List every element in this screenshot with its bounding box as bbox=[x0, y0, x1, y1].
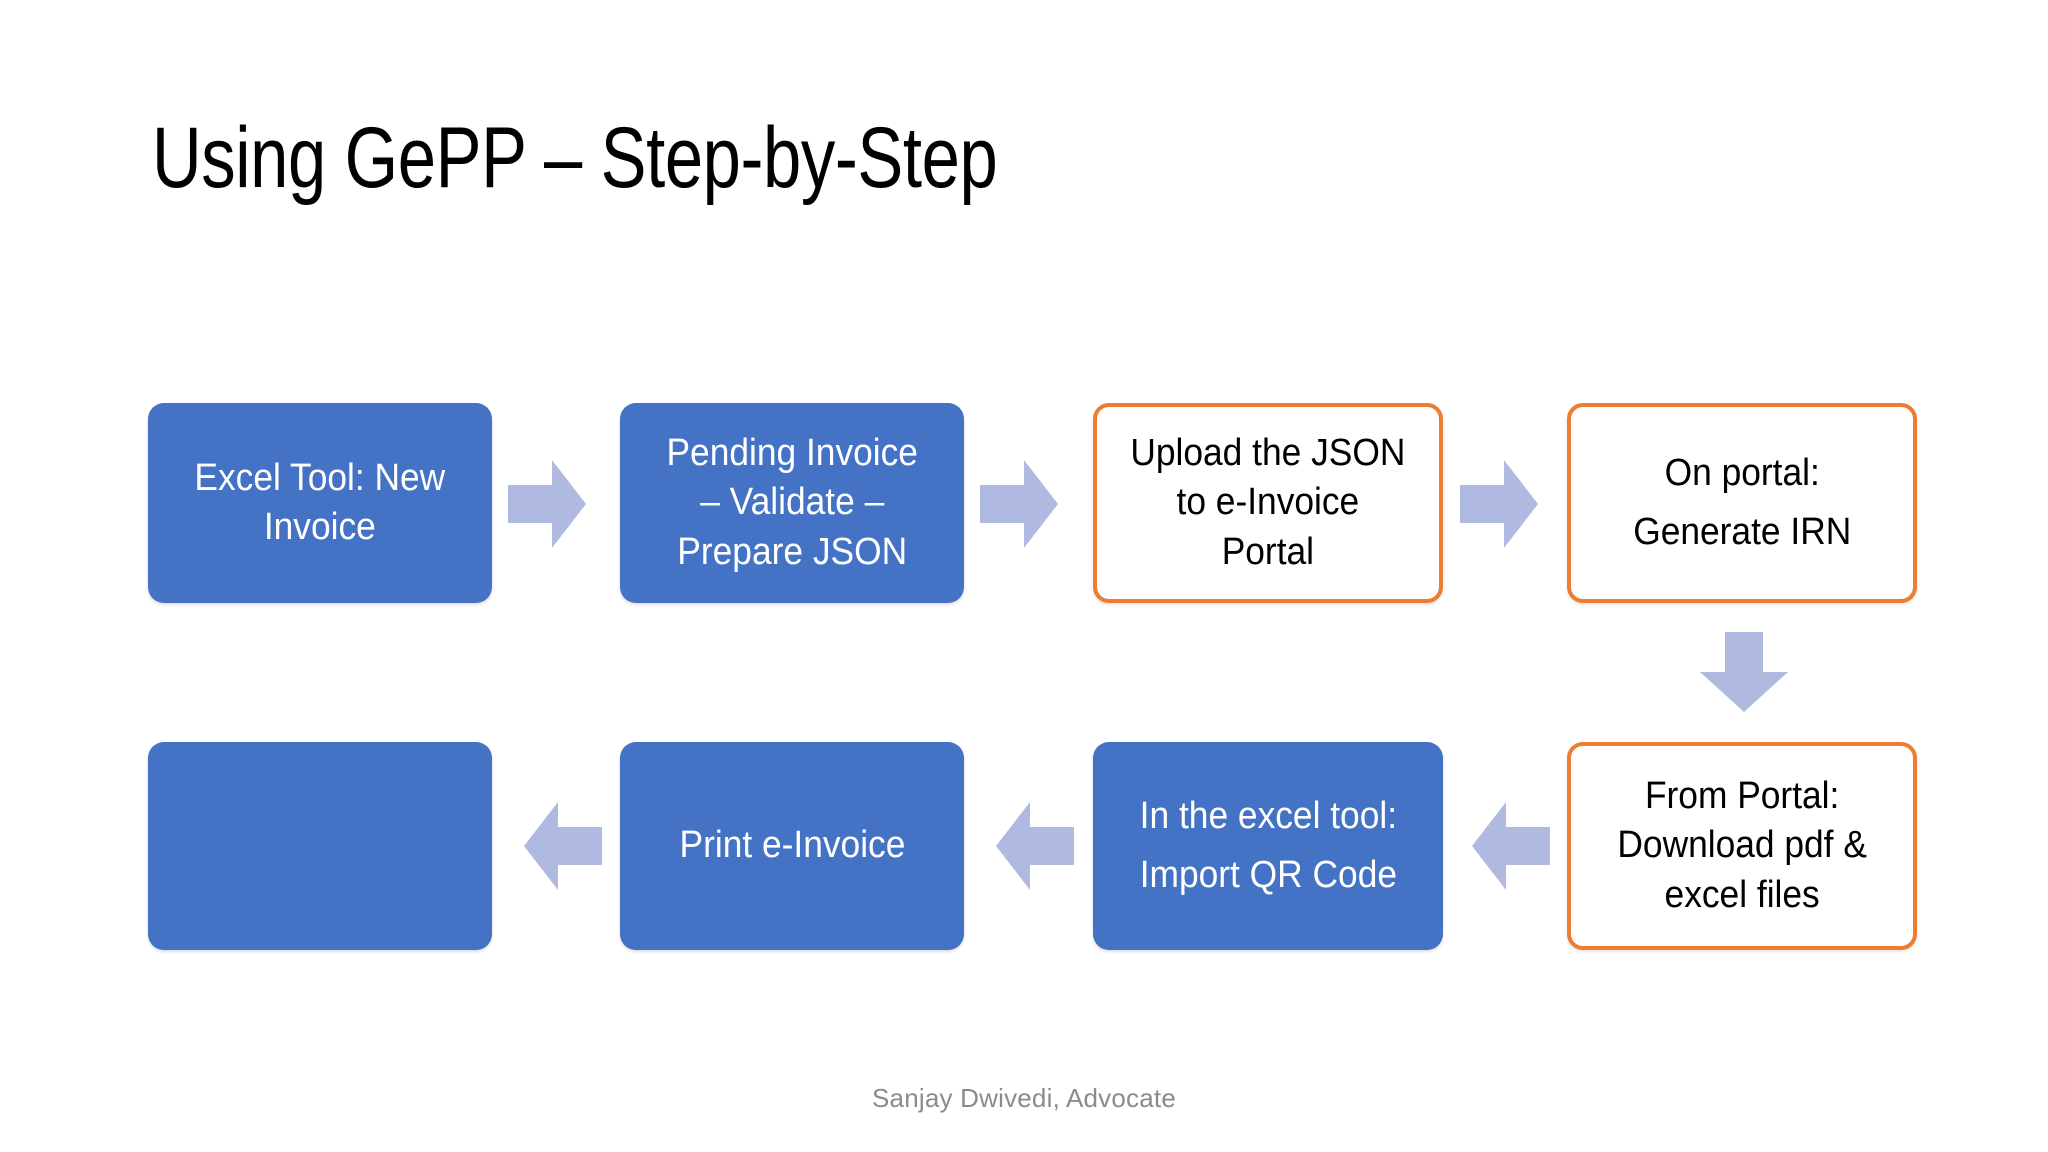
slide-footer: Sanjay Dwivedi, Advocate bbox=[872, 1083, 1176, 1113]
arrow-left-icon-1 bbox=[1472, 802, 1550, 890]
flow-node-excel-tool-new-invoice[interactable]: Excel Tool: New Invoice bbox=[148, 403, 492, 603]
flow-node-label: In the excel tool: Import QR Code bbox=[1139, 795, 1397, 896]
flow-node-label: Upload the JSON to e-Invoice Portal bbox=[1130, 431, 1406, 573]
arrow-right-icon-1 bbox=[508, 460, 586, 548]
arrow-down-icon bbox=[1700, 632, 1788, 712]
flow-node-label: Print e-Invoice bbox=[679, 824, 905, 867]
arrow-left-icon-2 bbox=[996, 802, 1074, 890]
page-title: Using GePP – Step-by-Step bbox=[152, 110, 998, 206]
arrow-left-icon-3 bbox=[524, 802, 602, 890]
arrow-right-icon-2 bbox=[980, 460, 1058, 548]
flow-node-from-portal-download-pdf-excel-files[interactable]: From Portal: Download pdf & excel files bbox=[1567, 742, 1917, 950]
flow-node-in-the-excel-tool-import-qr-code[interactable]: In the excel tool: Import QR Code bbox=[1093, 742, 1443, 950]
flow-node-pending-invoice-validate-prepare-json[interactable]: Pending Invoice – Validate – Prepare JSO… bbox=[620, 403, 964, 603]
flow-node-label: Pending Invoice – Validate – Prepare JSO… bbox=[666, 431, 918, 573]
flow-node-upload-json-to-einvoice-portal[interactable]: Upload the JSON to e-Invoice Portal bbox=[1093, 403, 1443, 603]
flow-node-label: On portal: Generate IRN bbox=[1632, 452, 1852, 553]
arrow-right-icon-3 bbox=[1460, 460, 1538, 548]
flow-node-label: From Portal: Download pdf & excel files bbox=[1617, 774, 1867, 916]
flow-node-on-portal-generate-irn[interactable]: On portal: Generate IRN bbox=[1567, 403, 1917, 603]
flow-node-empty[interactable] bbox=[148, 742, 492, 950]
flow-node-print-einvoice[interactable]: Print e-Invoice bbox=[620, 742, 964, 950]
flow-node-label: Excel Tool: New Invoice bbox=[194, 456, 446, 548]
